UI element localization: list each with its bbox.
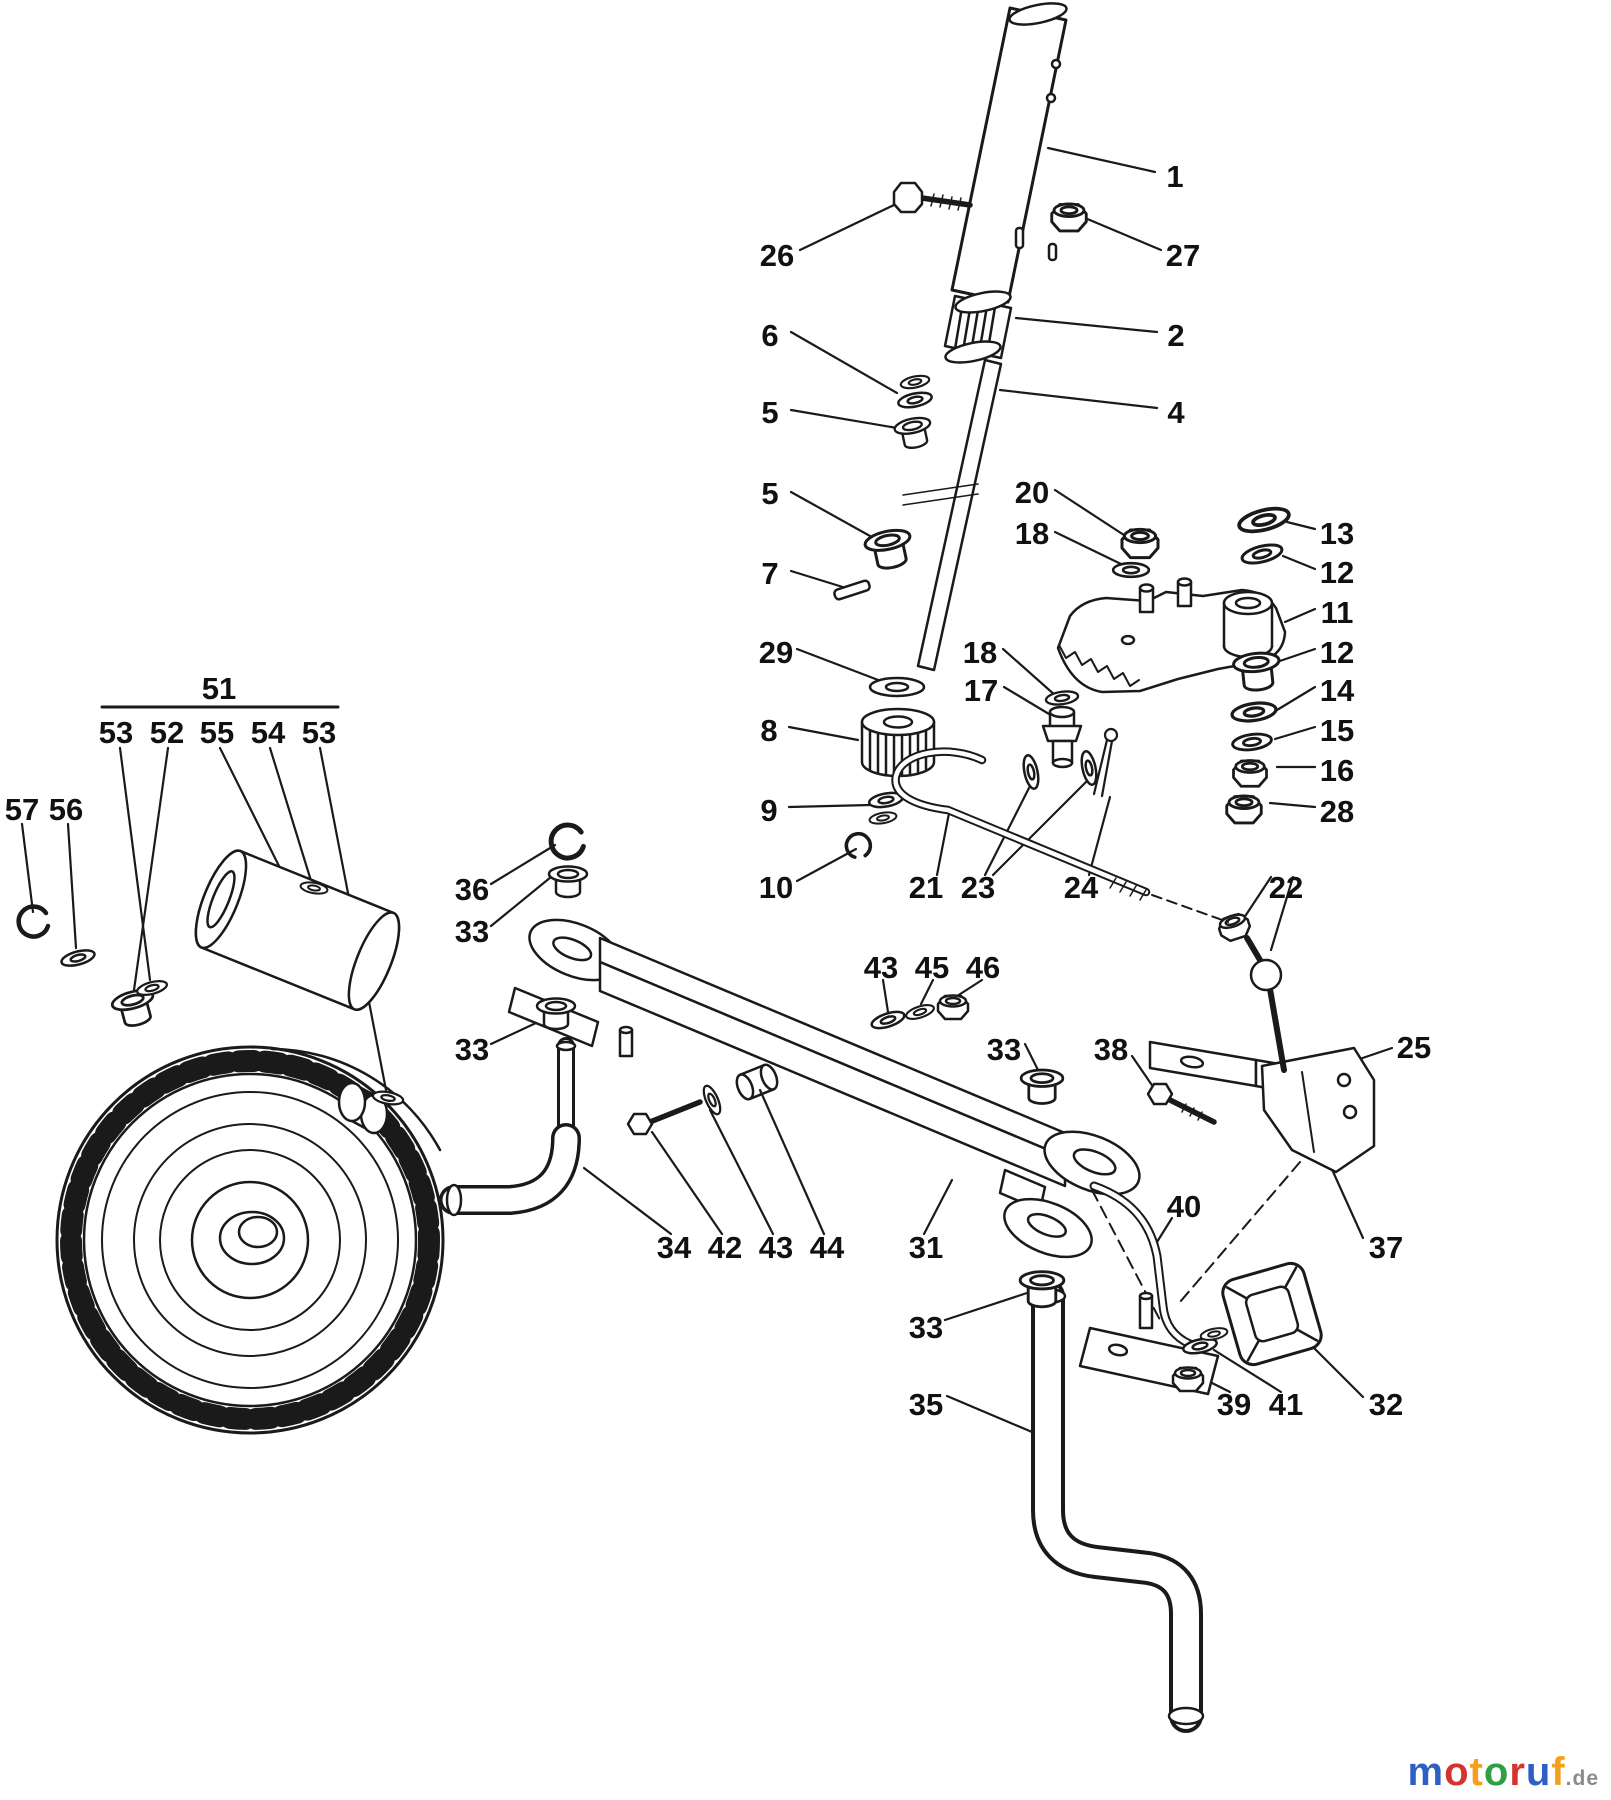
callout-41: 41 xyxy=(1268,1387,1304,1422)
callout-9: 9 xyxy=(760,793,778,828)
callout-38: 38 xyxy=(1093,1032,1129,1067)
watermark: motoruf.de xyxy=(1408,1752,1599,1792)
callout-13: 13 xyxy=(1319,516,1355,551)
callout-55: 55 xyxy=(199,715,235,750)
callout-7: 7 xyxy=(761,556,779,591)
callout-53: 53 xyxy=(98,715,134,750)
callout-56: 56 xyxy=(48,792,84,827)
callout-40: 40 xyxy=(1166,1189,1202,1224)
callout-39: 39 xyxy=(1216,1387,1252,1422)
callout-11: 11 xyxy=(1320,595,1354,630)
callout-52: 52 xyxy=(149,715,185,750)
callout-22: 22 xyxy=(1268,870,1304,905)
cap-32 xyxy=(1221,1261,1323,1367)
axle-beam-31 xyxy=(507,918,1141,1259)
callout-33: 33 xyxy=(908,1310,944,1345)
steering-shaft-4 xyxy=(902,358,1003,672)
callout-5: 5 xyxy=(761,476,779,511)
callout-26: 26 xyxy=(759,238,795,273)
callout-25: 25 xyxy=(1396,1030,1432,1065)
coupler-2 xyxy=(943,290,1013,364)
callout-42: 42 xyxy=(707,1230,743,1265)
callout-10: 10 xyxy=(758,870,794,905)
bolt-26 xyxy=(892,181,973,214)
callout-43: 43 xyxy=(758,1230,794,1265)
callout-2: 2 xyxy=(1167,318,1185,353)
callout-17: 17 xyxy=(963,673,999,708)
callout-16: 16 xyxy=(1319,753,1355,788)
callout-54: 54 xyxy=(250,715,286,750)
pin-7 xyxy=(833,579,871,601)
callout-6: 6 xyxy=(761,318,779,353)
callout-12: 12 xyxy=(1319,555,1355,590)
sector-gear-11 xyxy=(1056,577,1287,694)
spindle-35 xyxy=(1029,1279,1205,1733)
cotter-pin-24 xyxy=(1092,727,1119,798)
callout-35: 35 xyxy=(908,1387,944,1422)
callout-21: 21 xyxy=(908,870,944,905)
callout-8: 8 xyxy=(760,713,778,748)
callout-14: 14 xyxy=(1319,673,1355,708)
callout-27: 27 xyxy=(1165,238,1201,273)
callout-32: 32 xyxy=(1368,1387,1404,1422)
tie-rod-21 xyxy=(891,747,1151,901)
callout-37: 37 xyxy=(1368,1230,1404,1265)
callout-5: 5 xyxy=(761,395,779,430)
callout-18: 18 xyxy=(962,635,998,670)
callout-33: 33 xyxy=(454,914,490,949)
callout-31: 31 xyxy=(908,1230,944,1265)
watermark-letter: r xyxy=(1509,1750,1526,1794)
callout-18: 18 xyxy=(1014,516,1050,551)
watermark-letter: m xyxy=(1407,1750,1445,1794)
king-pin-17 xyxy=(1041,705,1083,769)
watermark-letter: u xyxy=(1525,1750,1552,1794)
callout-28: 28 xyxy=(1319,794,1355,829)
washer-29 xyxy=(868,676,926,698)
callout-46: 46 xyxy=(965,950,1001,985)
steering-column-1 xyxy=(950,2,1068,304)
callout-36: 36 xyxy=(454,872,490,907)
watermark-letter: t xyxy=(1469,1750,1484,1794)
callout-57: 57 xyxy=(4,792,40,827)
ball-joint-22 xyxy=(1215,910,1287,1073)
beam-stud xyxy=(618,1025,634,1058)
axle-tube-55 xyxy=(194,849,401,1011)
callout-24: 24 xyxy=(1063,870,1099,905)
watermark-letter: o xyxy=(1483,1750,1510,1794)
bolt-38 xyxy=(1146,1082,1217,1125)
callout-34: 34 xyxy=(656,1230,692,1265)
watermark-letter: f xyxy=(1551,1750,1566,1794)
wheel-51 xyxy=(55,1045,445,1435)
callout-33: 33 xyxy=(454,1032,490,1067)
drag-link-40 xyxy=(1089,1181,1195,1349)
callout-44: 44 xyxy=(809,1230,845,1265)
callout-33: 33 xyxy=(986,1032,1022,1067)
callout-12: 12 xyxy=(1319,635,1355,670)
callout-1: 1 xyxy=(1166,159,1184,194)
watermark-word: motoruf xyxy=(1408,1750,1566,1794)
spindle-34 xyxy=(439,1037,581,1217)
callout-15: 15 xyxy=(1319,713,1355,748)
callout-51: 51 xyxy=(201,671,237,706)
callout-43: 43 xyxy=(863,950,899,985)
bolt-42 xyxy=(626,1099,703,1136)
watermark-letter: o xyxy=(1444,1750,1470,1794)
tire-tread xyxy=(60,1050,440,1430)
callout-53: 53 xyxy=(301,715,337,750)
spacer-44 xyxy=(735,1063,779,1101)
callout-4: 4 xyxy=(1167,395,1185,430)
callout-29: 29 xyxy=(758,635,794,670)
callout-45: 45 xyxy=(914,950,950,985)
bracket-37 xyxy=(1260,1046,1376,1174)
callout-20: 20 xyxy=(1014,475,1050,510)
callout-23: 23 xyxy=(960,870,996,905)
watermark-suffix: .de xyxy=(1565,1767,1599,1790)
